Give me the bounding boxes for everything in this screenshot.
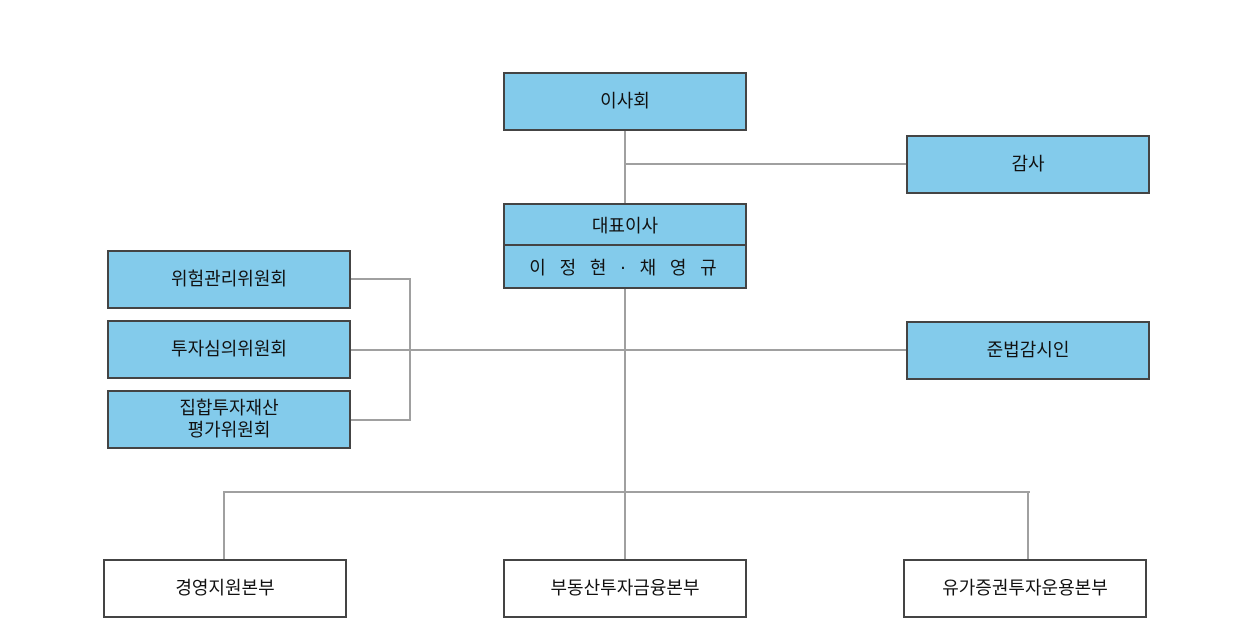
ceo-names: 이 정 현 · 채 영 규 <box>529 257 721 279</box>
investment-committee-box: 투자심의위원회 <box>107 320 351 379</box>
auditor-label: 감사 <box>1011 153 1045 175</box>
connector-main-vertical <box>624 131 626 559</box>
division-label: 부동산투자금융본부 <box>550 577 700 599</box>
connector-division-left <box>223 491 225 559</box>
connector-auditor <box>625 163 906 165</box>
valuation-committee-box: 집합투자재산 평가위원회 <box>107 390 351 449</box>
investment-committee-label: 투자심의위원회 <box>171 338 287 360</box>
division-label: 경영지원본부 <box>175 577 275 599</box>
risk-committee-label: 위험관리위원회 <box>171 268 287 290</box>
ceo-title: 대표이사 <box>505 205 745 246</box>
division-box-management: 경영지원본부 <box>103 559 347 618</box>
connector-valuation-committee <box>351 419 411 421</box>
connector-divisions <box>224 491 1030 493</box>
valuation-committee-label-line1: 집합투자재산 <box>179 397 279 419</box>
board-label: 이사회 <box>600 90 650 112</box>
compliance-box: 준법감시인 <box>906 321 1150 380</box>
connector-committees-compliance <box>351 349 906 351</box>
connector-division-right <box>1027 491 1029 559</box>
compliance-label: 준법감시인 <box>986 339 1070 361</box>
risk-committee-box: 위험관리위원회 <box>107 250 351 309</box>
ceo-box: 대표이사 이 정 현 · 채 영 규 <box>503 203 747 289</box>
division-box-securities: 유가증권투자운용본부 <box>903 559 1147 618</box>
valuation-committee-label-line2: 평가위원회 <box>187 419 271 441</box>
auditor-box: 감사 <box>906 135 1150 194</box>
division-label: 유가증권투자운용본부 <box>942 577 1108 599</box>
connector-committee-bracket <box>409 278 411 421</box>
connector-risk-committee <box>351 278 411 280</box>
division-box-real-estate: 부동산투자금융본부 <box>503 559 747 618</box>
board-box: 이사회 <box>503 72 747 131</box>
